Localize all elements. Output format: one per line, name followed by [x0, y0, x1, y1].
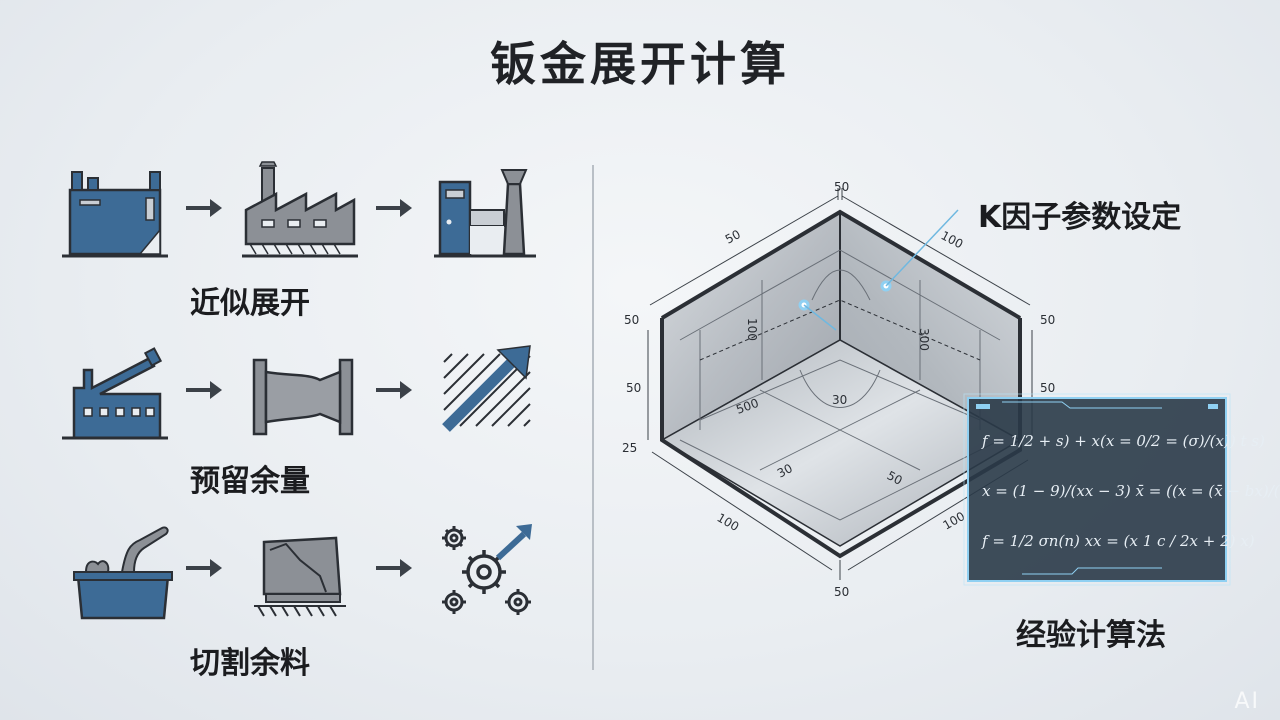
dim-right-mid: 50 — [1040, 381, 1055, 395]
method-row-allowance — [60, 342, 550, 442]
method-label-cutting: 切割余料 — [190, 646, 310, 681]
dim-bottom: 50 — [834, 585, 849, 599]
machine-icon — [62, 171, 168, 258]
empirical-method-callout: 经验计算法 — [1016, 618, 1166, 653]
method-row-approx — [60, 160, 550, 260]
dim-right-upper: 50 — [1040, 313, 1055, 327]
factory-icon — [242, 161, 358, 258]
arrow-right-icon — [376, 381, 412, 399]
building-icon — [434, 169, 536, 258]
profile-beam-icon — [252, 358, 354, 436]
bent-arm-icon — [62, 347, 168, 440]
formula-line-2: x = (1 − 9)/(xx − 3) x̄ = ((x = (x̄ − bx… — [982, 482, 1280, 500]
watermark: AI — [1234, 689, 1260, 714]
arrow-right-icon — [186, 381, 222, 399]
crucible-icon — [73, 526, 173, 620]
dim-left-mid: 50 — [626, 381, 641, 395]
dim-inner-center: 30 — [832, 393, 847, 407]
formula-line-3: f = 1/2 σn(n) xx = (x 1 c / 2x + 2) x) — [982, 532, 1255, 550]
formula-panel-frame — [963, 393, 1231, 586]
dim-floor-left: 30 — [775, 461, 795, 481]
dim-inner-left: 100 — [745, 318, 759, 341]
dim-bottom-left: 100 — [715, 510, 742, 534]
arrow-right-icon — [376, 559, 412, 577]
dim-top-right: 100 — [939, 228, 966, 251]
dim-left-lower: 25 — [622, 441, 637, 455]
sheet-metal-unfold-diagram: 50 50 100 50 50 25 50 50 100 300 30 500 … — [622, 180, 1055, 599]
arrow-right-icon — [186, 199, 222, 217]
section-divider — [592, 165, 594, 670]
gears-icon — [442, 524, 532, 615]
method-row-cutting — [60, 520, 550, 620]
diagonal-arrow-icon — [442, 345, 531, 432]
dim-top: 50 — [834, 180, 849, 194]
dim-top-left: 50 — [723, 227, 743, 247]
page-title: 钣金展开计算 — [490, 37, 790, 91]
cut-block-icon — [254, 536, 346, 617]
k-factor-callout: K因子参数设定 — [978, 200, 1182, 235]
formula-panel: f = 1/2 + s) + x(x = 0/2 = (σ)/(x)) t s)… — [962, 392, 1280, 587]
dim-left-upper: 50 — [624, 313, 639, 327]
dim-floor-right: 50 — [885, 468, 905, 488]
formula-line-1: f = 1/2 + s) + x(x = 0/2 = (σ)/(x)) t s) — [982, 432, 1265, 450]
arrow-right-icon — [186, 559, 222, 577]
method-label-approx: 近似展开 — [190, 286, 310, 321]
method-label-allowance: 预留余量 — [190, 464, 310, 499]
arrow-right-icon — [376, 199, 412, 217]
dim-inner-right: 300 — [917, 328, 931, 351]
